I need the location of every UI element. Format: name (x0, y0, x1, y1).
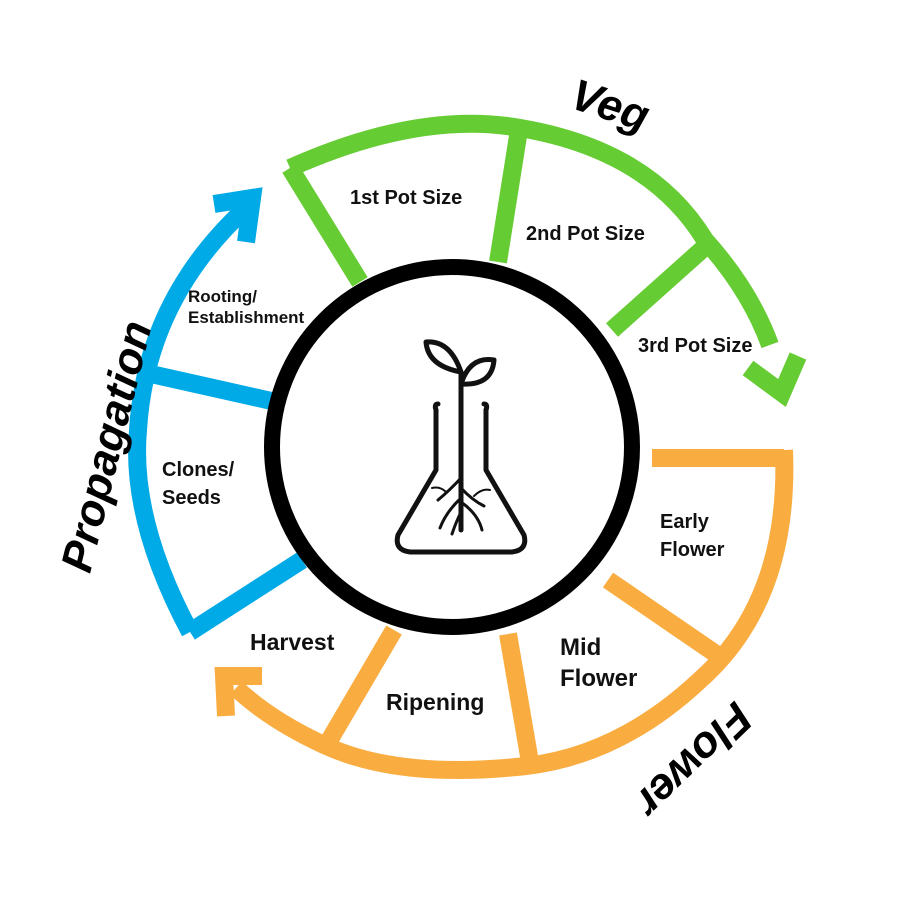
propagation-segment (128, 187, 307, 640)
propagation-arrowhead (212, 187, 263, 244)
stage-label-pot2: 2nd Pot Size (526, 223, 645, 245)
flask-with-sprout-icon (394, 339, 528, 555)
stage-label-rooting-line1: Rooting/ (188, 287, 257, 306)
flower-divider-1 (602, 572, 722, 662)
stage-label-mid-flower: Mid Flower (560, 632, 637, 694)
flower-divider-2 (499, 632, 539, 764)
flower-segment (214, 449, 794, 779)
propagation-divider (140, 363, 278, 411)
veg-arrowhead (742, 352, 807, 407)
stage-label-mid-flower-line2: Flower (560, 665, 638, 693)
stage-label-rooting-line2: Establishment (188, 308, 305, 328)
stage-label-clones-line1: Clones/ (162, 459, 235, 481)
stage-label-pot3: 3rd Pot Size (638, 335, 753, 357)
propagation-bottom-edge (185, 552, 307, 640)
stage-label-early-flower-line1: Early (660, 511, 709, 533)
stage-label-mid-flower-line1: Mid (560, 634, 602, 661)
veg-outer-arc (286, 114, 779, 349)
veg-inner-edge (282, 163, 368, 287)
stage-label-clones: Clones/ Seeds (162, 456, 234, 512)
stage-label-harvest: Harvest (250, 629, 335, 655)
stage-label-early-flower-line2: Flower (660, 539, 725, 561)
veg-segment (282, 114, 807, 407)
veg-divider-1 (489, 134, 527, 264)
flower-divider-3 (318, 625, 402, 751)
stage-label-clones-line2: Seeds (162, 487, 221, 509)
flower-arrowhead (214, 667, 262, 717)
stage-label-early-flower: Early Flower (660, 508, 724, 564)
center-ring (264, 259, 640, 635)
stage-label-pot1: 1st Pot Size (350, 187, 463, 209)
propagation-outer-arc (128, 201, 253, 637)
flower-outer-arc (229, 449, 794, 779)
stage-label-ripening: Ripening (386, 689, 485, 715)
stage-label-rooting: Rooting/ Establishment (188, 286, 304, 329)
veg-divider-2 (606, 239, 712, 337)
